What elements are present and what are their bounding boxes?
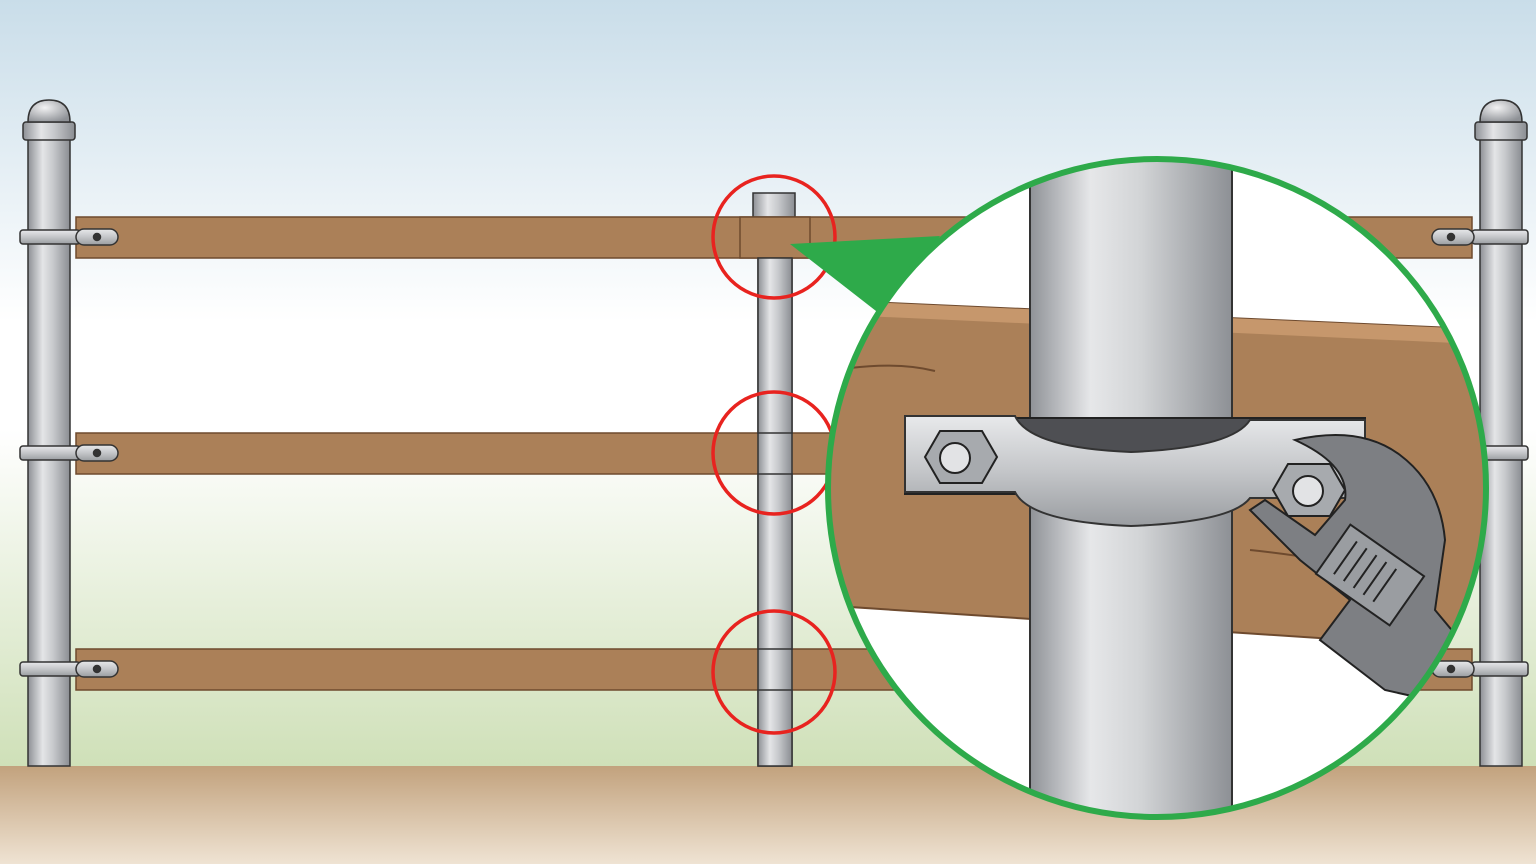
rail-clamp-icon xyxy=(19,228,119,246)
magnifier-pointer xyxy=(790,236,940,318)
post-cap-icon xyxy=(1479,99,1523,123)
rail-clamp-icon xyxy=(19,660,119,678)
magnifier-detail xyxy=(825,156,1489,820)
magnifier-ring xyxy=(825,156,1489,820)
callout-bottom xyxy=(711,609,837,735)
post-cap-icon xyxy=(27,99,71,123)
callout-circles xyxy=(711,174,837,735)
post-top-cap xyxy=(752,192,796,218)
rail-clamp-icon xyxy=(19,444,119,462)
rail-clamp-icon xyxy=(1431,228,1529,246)
middle-post-front xyxy=(757,257,793,767)
rail-overlaps xyxy=(739,216,811,259)
adjustable-wrench-icon xyxy=(1248,434,1462,702)
left-rail-clamps xyxy=(19,228,119,678)
hex-bolt-icon xyxy=(1271,463,1347,517)
callout-top xyxy=(711,174,837,300)
rail-clamp-icon xyxy=(1431,660,1529,678)
hex-bolt-icon xyxy=(923,430,999,484)
